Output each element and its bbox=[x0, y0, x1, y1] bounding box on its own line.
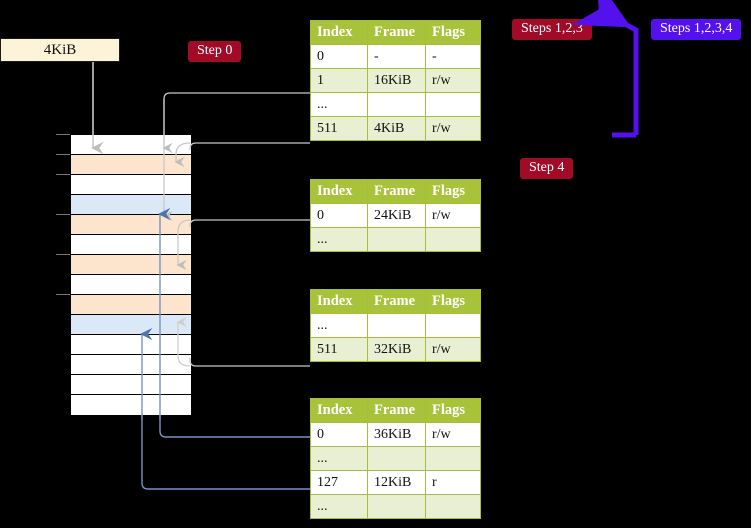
cell-frame: 24KiB bbox=[367, 203, 426, 228]
cell-flags bbox=[425, 92, 481, 117]
cell-index: ... bbox=[310, 227, 368, 252]
physical-memory-stack bbox=[70, 134, 191, 415]
table-row[interactable]: ... bbox=[310, 92, 481, 117]
cell-frame bbox=[367, 227, 426, 252]
memory-tick-mark bbox=[56, 134, 70, 135]
cell-index: ... bbox=[310, 494, 368, 519]
cell-index: 511 bbox=[310, 116, 368, 141]
cell-flags: r/w bbox=[425, 68, 481, 93]
column-header-flags: Flags bbox=[425, 20, 481, 45]
cell-frame: - bbox=[367, 44, 426, 69]
cell-index: ... bbox=[310, 446, 368, 471]
memory-frame-row[interactable] bbox=[71, 175, 191, 195]
memory-frame-row[interactable] bbox=[71, 135, 191, 155]
memory-frame-row[interactable] bbox=[71, 255, 191, 275]
cell-flags: r/w bbox=[425, 422, 481, 447]
cell-frame: 32KiB bbox=[367, 337, 426, 362]
column-header-frame: Frame bbox=[367, 20, 426, 45]
cell-frame bbox=[367, 92, 426, 117]
column-header-index: Index bbox=[310, 20, 368, 45]
cell-flags bbox=[425, 313, 481, 338]
cell-index: ... bbox=[310, 313, 368, 338]
memory-tick-mark bbox=[56, 294, 70, 295]
cell-index: 0 bbox=[310, 44, 368, 69]
table-row[interactable]: ... bbox=[310, 446, 481, 471]
column-header-frame: Frame bbox=[367, 398, 426, 423]
memory-frame-row[interactable] bbox=[71, 335, 191, 355]
cell-frame: 16KiB bbox=[367, 68, 426, 93]
cell-index: 511 bbox=[310, 337, 368, 362]
cell-flags bbox=[425, 227, 481, 252]
badge-steps-123: Steps 1,2,3 bbox=[512, 19, 592, 41]
memory-frame-row[interactable] bbox=[71, 195, 191, 215]
memory-frame-row[interactable] bbox=[71, 375, 191, 395]
memory-tick-mark bbox=[56, 254, 70, 255]
cell-frame bbox=[367, 313, 426, 338]
column-header-flags: Flags bbox=[425, 179, 481, 204]
memory-frame-row[interactable] bbox=[71, 275, 191, 295]
cell-frame: 4KiB bbox=[367, 116, 426, 141]
cell-flags bbox=[425, 494, 481, 519]
table-row[interactable]: 0-- bbox=[310, 44, 481, 69]
cell-index: 1 bbox=[310, 68, 368, 93]
memory-tick-mark bbox=[56, 174, 70, 175]
column-header-index: Index bbox=[310, 179, 368, 204]
column-header-frame: Frame bbox=[367, 179, 426, 204]
cell-frame: 36KiB bbox=[367, 422, 426, 447]
cell-frame: 12KiB bbox=[367, 470, 426, 495]
cell-index: 0 bbox=[310, 422, 368, 447]
memory-frame-row[interactable] bbox=[71, 155, 191, 175]
memory-tick-mark bbox=[56, 214, 70, 215]
cell-flags: - bbox=[425, 44, 481, 69]
cell-flags: r/w bbox=[425, 337, 481, 362]
badge-step-0: Step 0 bbox=[188, 41, 242, 63]
memory-frame-row[interactable] bbox=[71, 235, 191, 255]
column-header-index: Index bbox=[310, 398, 368, 423]
badge-step-4: Step 4 bbox=[520, 158, 574, 180]
memory-frame-row[interactable] bbox=[71, 215, 191, 235]
table-row[interactable]: ... bbox=[310, 227, 481, 252]
cell-index: 127 bbox=[310, 470, 368, 495]
size-box-4kib: 4KiB bbox=[0, 38, 120, 62]
memory-frame-row[interactable] bbox=[71, 395, 191, 415]
memory-frame-row[interactable] bbox=[71, 355, 191, 375]
cell-frame bbox=[367, 494, 426, 519]
column-header-flags: Flags bbox=[425, 398, 481, 423]
memory-frame-row[interactable] bbox=[71, 295, 191, 315]
table-row[interactable]: ... bbox=[310, 313, 481, 338]
cell-flags: r bbox=[425, 470, 481, 495]
column-header-frame: Frame bbox=[367, 289, 426, 314]
column-header-index: Index bbox=[310, 289, 368, 314]
cell-flags bbox=[425, 446, 481, 471]
cell-flags: r/w bbox=[425, 116, 481, 141]
cell-index: ... bbox=[310, 92, 368, 117]
cell-frame bbox=[367, 446, 426, 471]
table-row[interactable]: ... bbox=[310, 494, 481, 519]
column-header-flags: Flags bbox=[425, 289, 481, 314]
memory-frame-row[interactable] bbox=[71, 315, 191, 335]
violet-bracket-arrow bbox=[572, 0, 639, 138]
cell-index: 0 bbox=[310, 203, 368, 228]
memory-tick-mark bbox=[56, 154, 70, 155]
badge-steps-1234: Steps 1,2,3,4 bbox=[651, 19, 742, 41]
cell-flags: r/w bbox=[425, 203, 481, 228]
